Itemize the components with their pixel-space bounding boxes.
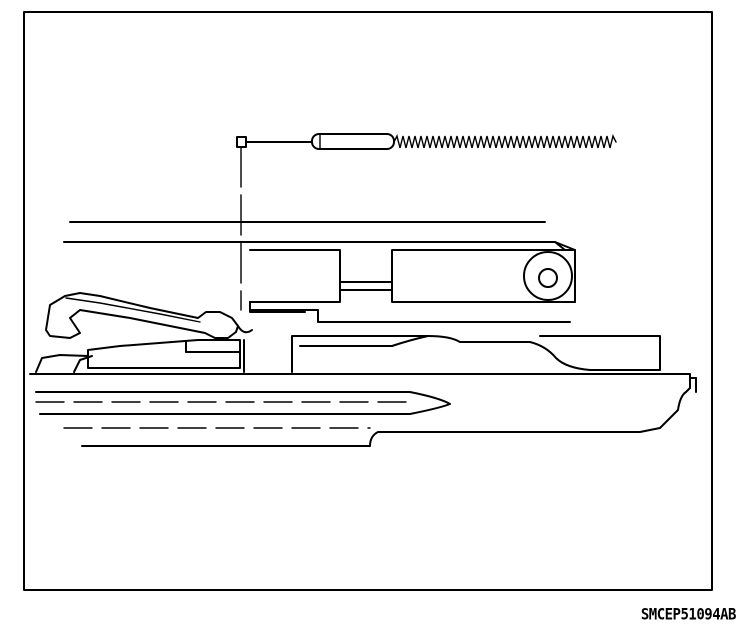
cable-sleeve [311, 133, 395, 150]
adjuster-wheel [523, 251, 573, 301]
upper-rail [63, 221, 571, 323]
lower-track [243, 335, 661, 373]
figure-reference-code: SMCEP51094AB [640, 605, 737, 624]
upper-rail-body [249, 249, 341, 303]
coil-spring [393, 133, 617, 149]
release-cable [236, 133, 617, 311]
adjuster-wheel-hub [538, 268, 558, 288]
lower-rail [29, 373, 697, 447]
lock-housing [391, 241, 576, 303]
cable-end-fitting [236, 136, 247, 148]
diagram-frame [23, 11, 713, 591]
slider-block [35, 339, 241, 373]
rail-slot [35, 391, 451, 415]
release-pawl [45, 292, 253, 339]
